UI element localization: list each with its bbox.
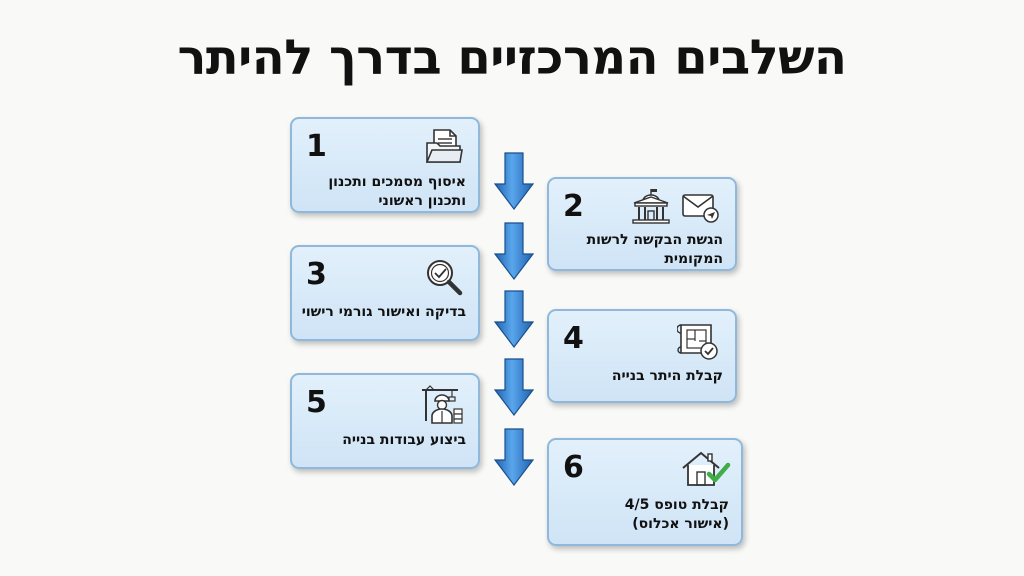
step-card-3: 3 בדיקה ואישור גורמי רישוי: [290, 245, 480, 341]
construction-worker-icon: [422, 385, 463, 424]
step-number: 3: [306, 257, 327, 292]
step-number: 4: [563, 321, 584, 356]
step-card-6: 6 קבלת טופס 4/5 (אישור אכלוס): [547, 438, 743, 546]
step-number: 2: [563, 189, 584, 224]
step-card-2: 2 הגשת הבקשה לרשות המקומית: [547, 177, 737, 271]
step-card-5: 5 ביצוע עבודות בנייה: [290, 373, 480, 469]
step-label: ביצוע עבודות בנייה: [342, 432, 466, 448]
step-number: 5: [306, 385, 327, 420]
step-label: קבלת היתר בנייה: [611, 368, 723, 384]
magnifier-check-icon: [427, 260, 463, 296]
down-arrow-icon: [494, 428, 534, 486]
step-card-4: 4 קבלת היתר בנייה: [547, 309, 737, 403]
down-arrow-icon: [494, 152, 534, 210]
blueprint-check-icon: [677, 324, 718, 360]
folder-documents-icon: [425, 129, 463, 163]
step-number: 6: [563, 450, 584, 485]
step-label: קבלת טופס 4/5 (אישור אכלוס): [624, 497, 729, 532]
down-arrow-icon: [494, 290, 534, 348]
page-title: השלבים המרכזיים בדרך להיתר: [177, 30, 847, 86]
step-number: 1: [306, 129, 327, 164]
building-envelope-icon: [632, 189, 719, 224]
house-check-icon: [682, 451, 731, 486]
down-arrow-icon: [494, 222, 534, 280]
step-card-1: 1 איסוף מסמכים ותכנון ותכנון ראשוני: [290, 117, 480, 213]
down-arrow-icon: [494, 358, 534, 416]
step-label: איסוף מסמכים ותכנון ותכנון ראשוני: [328, 174, 466, 209]
step-label: הגשת הבקשה לרשות המקומית: [586, 232, 723, 267]
step-label: בדיקה ואישור גורמי רישוי: [301, 304, 466, 320]
